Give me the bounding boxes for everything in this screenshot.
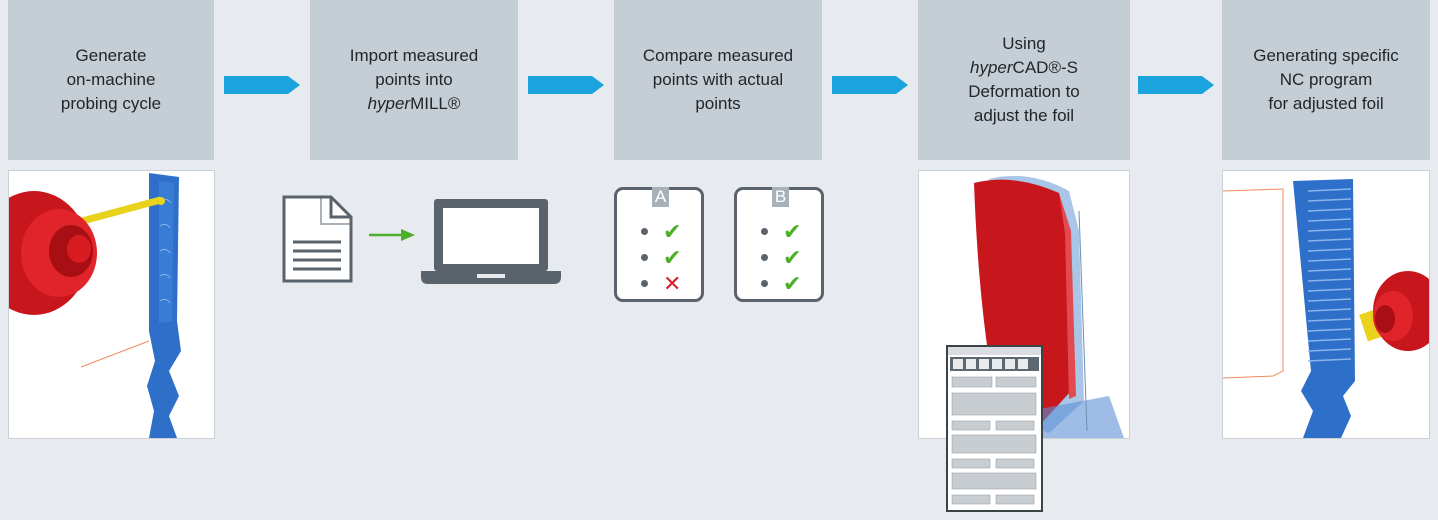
step-5-text: Generating specific NC program for adjus…	[1253, 46, 1399, 113]
step-2-text: Import measured points into hyperMILL®	[349, 46, 479, 113]
step-generate-probing: Generate on-machine probing cycle	[8, 0, 214, 160]
checklist-row: ✔	[737, 272, 821, 296]
check-icon: ✔	[783, 245, 802, 270]
step-deformation: Using hyperCAD®-S Deformation to adjust …	[918, 0, 1130, 160]
flow-arrow-1	[224, 76, 300, 94]
bullet-icon	[761, 280, 768, 287]
bullet-icon	[641, 254, 648, 261]
bullet-icon	[761, 254, 768, 261]
step-nc-program: Generating specific NC program for adjus…	[1222, 0, 1430, 160]
check-icon: ✔	[783, 271, 802, 296]
checklist-row: ✔	[617, 220, 701, 244]
probing-cycle-image	[8, 170, 215, 439]
green-arrow-icon	[369, 229, 415, 241]
flow-arrow-2	[528, 76, 604, 94]
document-icon	[282, 195, 353, 283]
nc-program-image	[1222, 170, 1430, 439]
check-icon: ✔	[783, 219, 802, 244]
checklist-row: ✕	[617, 272, 701, 296]
flow-arrow-4	[1138, 76, 1214, 94]
step-4-text: Using hyperCAD®-S Deformation to adjust …	[968, 34, 1080, 125]
checklist-row: ✔	[737, 220, 821, 244]
bullet-icon	[641, 228, 648, 235]
checklist-b: B ✔ ✔ ✔	[734, 187, 824, 302]
checklist-letter: A	[652, 187, 669, 207]
check-icon: ✔	[663, 245, 682, 270]
laptop-icon	[421, 199, 561, 284]
flow-arrow-3	[832, 76, 908, 94]
step-3-text: Compare measured points with actual poin…	[642, 46, 794, 113]
checklist-row: ✔	[617, 246, 701, 270]
step-import-points: Import measured points into hyperMILL®	[310, 0, 518, 160]
check-icon: ✔	[663, 219, 682, 244]
cross-icon: ✕	[663, 271, 682, 296]
bullet-icon	[641, 280, 648, 287]
checklist-a: A ✔ ✔ ✕	[614, 187, 704, 302]
bullet-icon	[761, 228, 768, 235]
checklist-letter: B	[772, 187, 789, 207]
checklist-row: ✔	[737, 246, 821, 270]
step-compare-points: Compare measured points with actual poin…	[614, 0, 822, 160]
deformation-dialog-window	[946, 345, 1043, 512]
step-1-text: Generate on-machine probing cycle	[60, 46, 162, 113]
